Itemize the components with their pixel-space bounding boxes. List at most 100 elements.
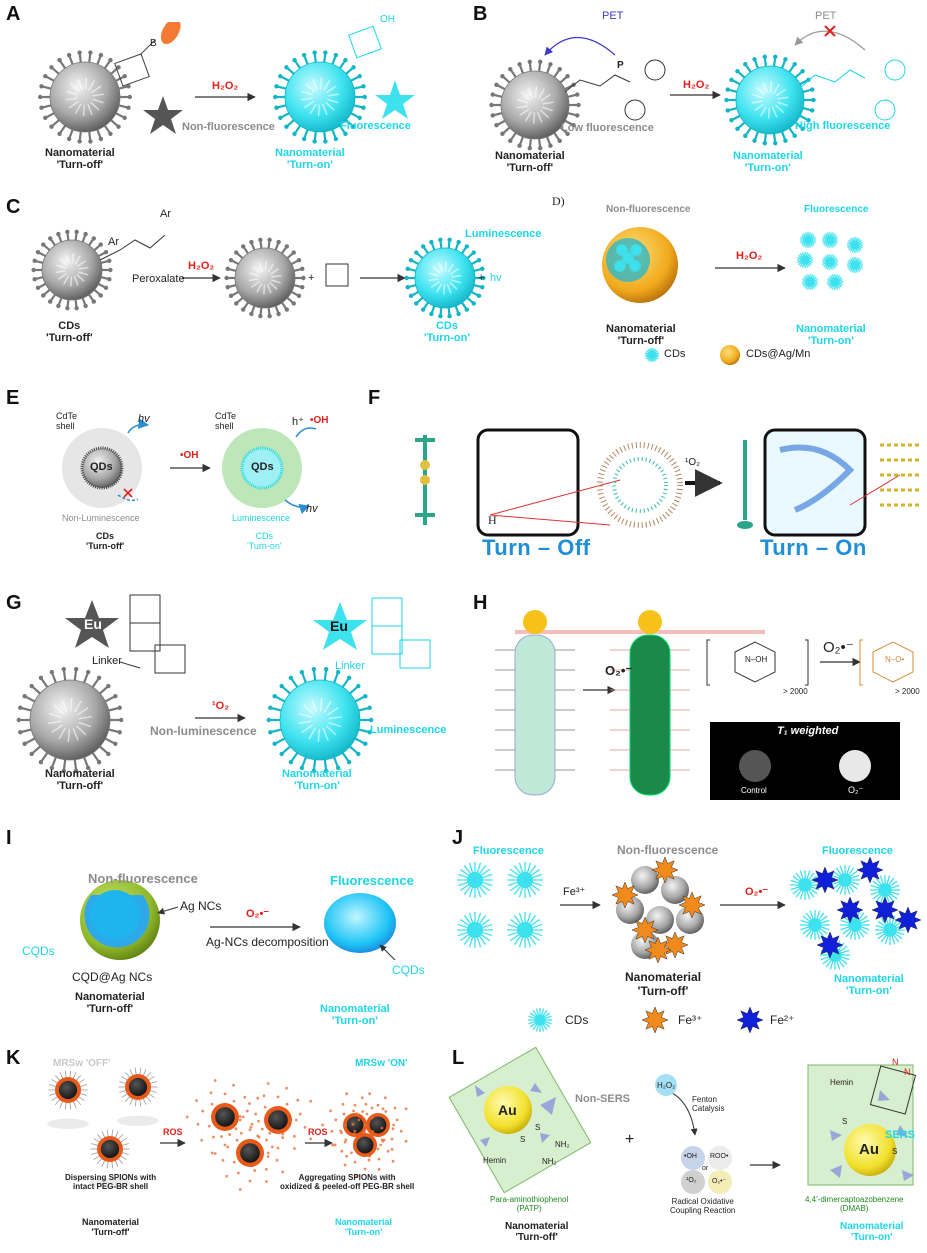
plus-label: + [308, 272, 315, 284]
legend-cds-label: CDs [565, 1013, 589, 1027]
au-label: Au [859, 1141, 879, 1158]
non-fluorescence-label: Non-fluorescence [182, 121, 275, 133]
turn-off-caption: CDs 'Turn-off' [46, 320, 93, 344]
boron-label: B [150, 38, 157, 49]
panel-letter: F [368, 387, 381, 409]
turn-off-caption: Nanomaterial 'Turn-off' [505, 1221, 569, 1243]
composite-label: CQD@Ag NCs [72, 970, 153, 984]
cqds-label: CQDs [22, 944, 55, 958]
panel-letter: L [452, 1047, 465, 1069]
nanoparticle-cyan [266, 666, 374, 774]
cds-recovered [790, 865, 905, 970]
panel-f-graphic [415, 428, 920, 537]
radical-label: ROO• [710, 1153, 729, 1160]
hv-label: hv [138, 413, 150, 425]
fe3-ions [611, 856, 706, 964]
eu-label: Eu [330, 618, 348, 634]
h2o2-label: H₂O₂ [657, 1081, 676, 1090]
hv-label: hv [490, 272, 502, 284]
reagent-label: H₂O₂ [736, 250, 763, 262]
turn-off-caption: Nanomaterial 'Turn-off' [495, 150, 565, 174]
s-label: S [842, 1117, 848, 1126]
star-grey-icon [143, 96, 183, 134]
ros-label: ROS [308, 1127, 328, 1137]
nanotube-on [629, 634, 671, 796]
right-description: Aggregating SPIONs with oxidized & peele… [280, 1173, 415, 1191]
fenton-label: Fenton Catalysis [692, 1095, 725, 1113]
left-description: Dispersing SPIONs with intact PEG-BR she… [65, 1173, 157, 1191]
panel-h-graphic [495, 610, 914, 800]
legend-fe2-icon [736, 1006, 764, 1034]
radical-label: ¹O₂ [686, 1177, 697, 1184]
oh-radical-label: •OH [180, 450, 199, 461]
noh-label: N–OH [745, 655, 768, 664]
cqds-label: CQDs [392, 963, 425, 977]
legend-cds-icon [528, 1008, 552, 1032]
panel-b-graphic [489, 25, 906, 151]
turn-on-box [763, 428, 867, 537]
linker-label: Linker [92, 655, 122, 667]
panel-c-graphic [31, 229, 486, 319]
turn-on-caption: Nanomaterial 'Turn-on' [796, 323, 866, 347]
panel-l-graphic [448, 1046, 917, 1194]
luminescence-label: Luminescence [370, 724, 447, 736]
shell-label: CdTe shell [56, 411, 78, 431]
patp-label: Para-aminothiophenol (PATP) [490, 1195, 569, 1213]
s-label: S [892, 1147, 898, 1156]
process-label: Ag-NCs decomposition [206, 935, 329, 949]
pet-left-label: PET [602, 10, 624, 22]
au-label: Au [498, 1102, 517, 1118]
s-label: S [520, 1135, 526, 1144]
boronate-blob [160, 22, 181, 45]
plus-label: + [625, 1131, 635, 1148]
dmab-label: 4,4'-dimercaptoazobenzene (DMAB) [805, 1195, 904, 1213]
degree-label: > 2000 [783, 687, 808, 696]
panel-letter: B [473, 3, 488, 25]
panel-letter: I [6, 827, 12, 849]
eu-star-grey-icon [65, 600, 119, 648]
panel-letter: A [6, 3, 21, 25]
fe2-ions [811, 856, 922, 959]
qds-label: QDs [251, 461, 274, 473]
legend-fe3-icon [641, 1006, 669, 1034]
radical-label: O₂•⁻ [712, 1178, 727, 1185]
panel-e-graphic [62, 418, 317, 514]
nanoparticle-grey [31, 229, 113, 311]
ar-label: Ar [108, 236, 119, 248]
legend-shell-icon [720, 345, 740, 365]
panel-k-graphic [47, 1067, 408, 1191]
panel-f: F H ¹O₂ Turn – Off Turn – On [340, 385, 927, 570]
panel-e: E CdTe shell CdTe shell QDs QDs hv hv h⁺… [0, 385, 340, 570]
plus-label: + [478, 272, 485, 284]
turn-off-caption: Nanomaterial 'Turn-off' [625, 970, 702, 998]
sers-label: SERS [885, 1129, 915, 1141]
control-label: Control [741, 786, 767, 795]
h-plus-label: h⁺ [292, 416, 304, 428]
turn-on-caption: Nanomaterial 'Turn-on' [834, 973, 904, 997]
panel-letter: D) [552, 194, 565, 208]
nanoparticle-grey [489, 59, 581, 151]
superoxide-label: O₂•⁻ [823, 639, 854, 656]
luminescence-label: Luminescence [465, 228, 542, 240]
nh2-label: NH₂ [555, 1140, 570, 1149]
non-fluorescence-label: Non-fluorescence [617, 843, 719, 857]
panel-letter: E [6, 387, 20, 409]
reagent-label: O₂•⁻ [745, 886, 769, 898]
panel-k: K MRSw 'OFF' MRSw 'ON' ROS ROS Dispersin… [0, 1045, 430, 1253]
panel-d: D) Non-fluorescence Fluorescence H₂O₂ Na… [540, 190, 927, 380]
cqd-released [324, 893, 396, 953]
hemin-label: Hemin [830, 1078, 854, 1087]
eu-star-cyan-icon [313, 602, 367, 650]
panel-b: B PET PET P Low fluorescence H₂O₂ High f… [465, 0, 927, 180]
legend-cds-icon [645, 348, 659, 362]
panel-j: J Fluorescence Non-fluorescence Fluoresc… [430, 825, 927, 1040]
nanoparticle-cyan [724, 54, 816, 146]
ros-label: ROS [163, 1127, 183, 1137]
panel-letter: J [452, 827, 464, 849]
nanoparticle-grey [38, 50, 132, 144]
reaction-label: Radical Oxidative Coupling Reaction [670, 1197, 736, 1215]
panel-letter: K [6, 1047, 21, 1069]
fluorescence-label: Fluorescence [473, 845, 544, 857]
reagent-label: ¹O₂ [212, 700, 230, 712]
low-fluorescence-label: Low fluorescence [561, 122, 654, 134]
